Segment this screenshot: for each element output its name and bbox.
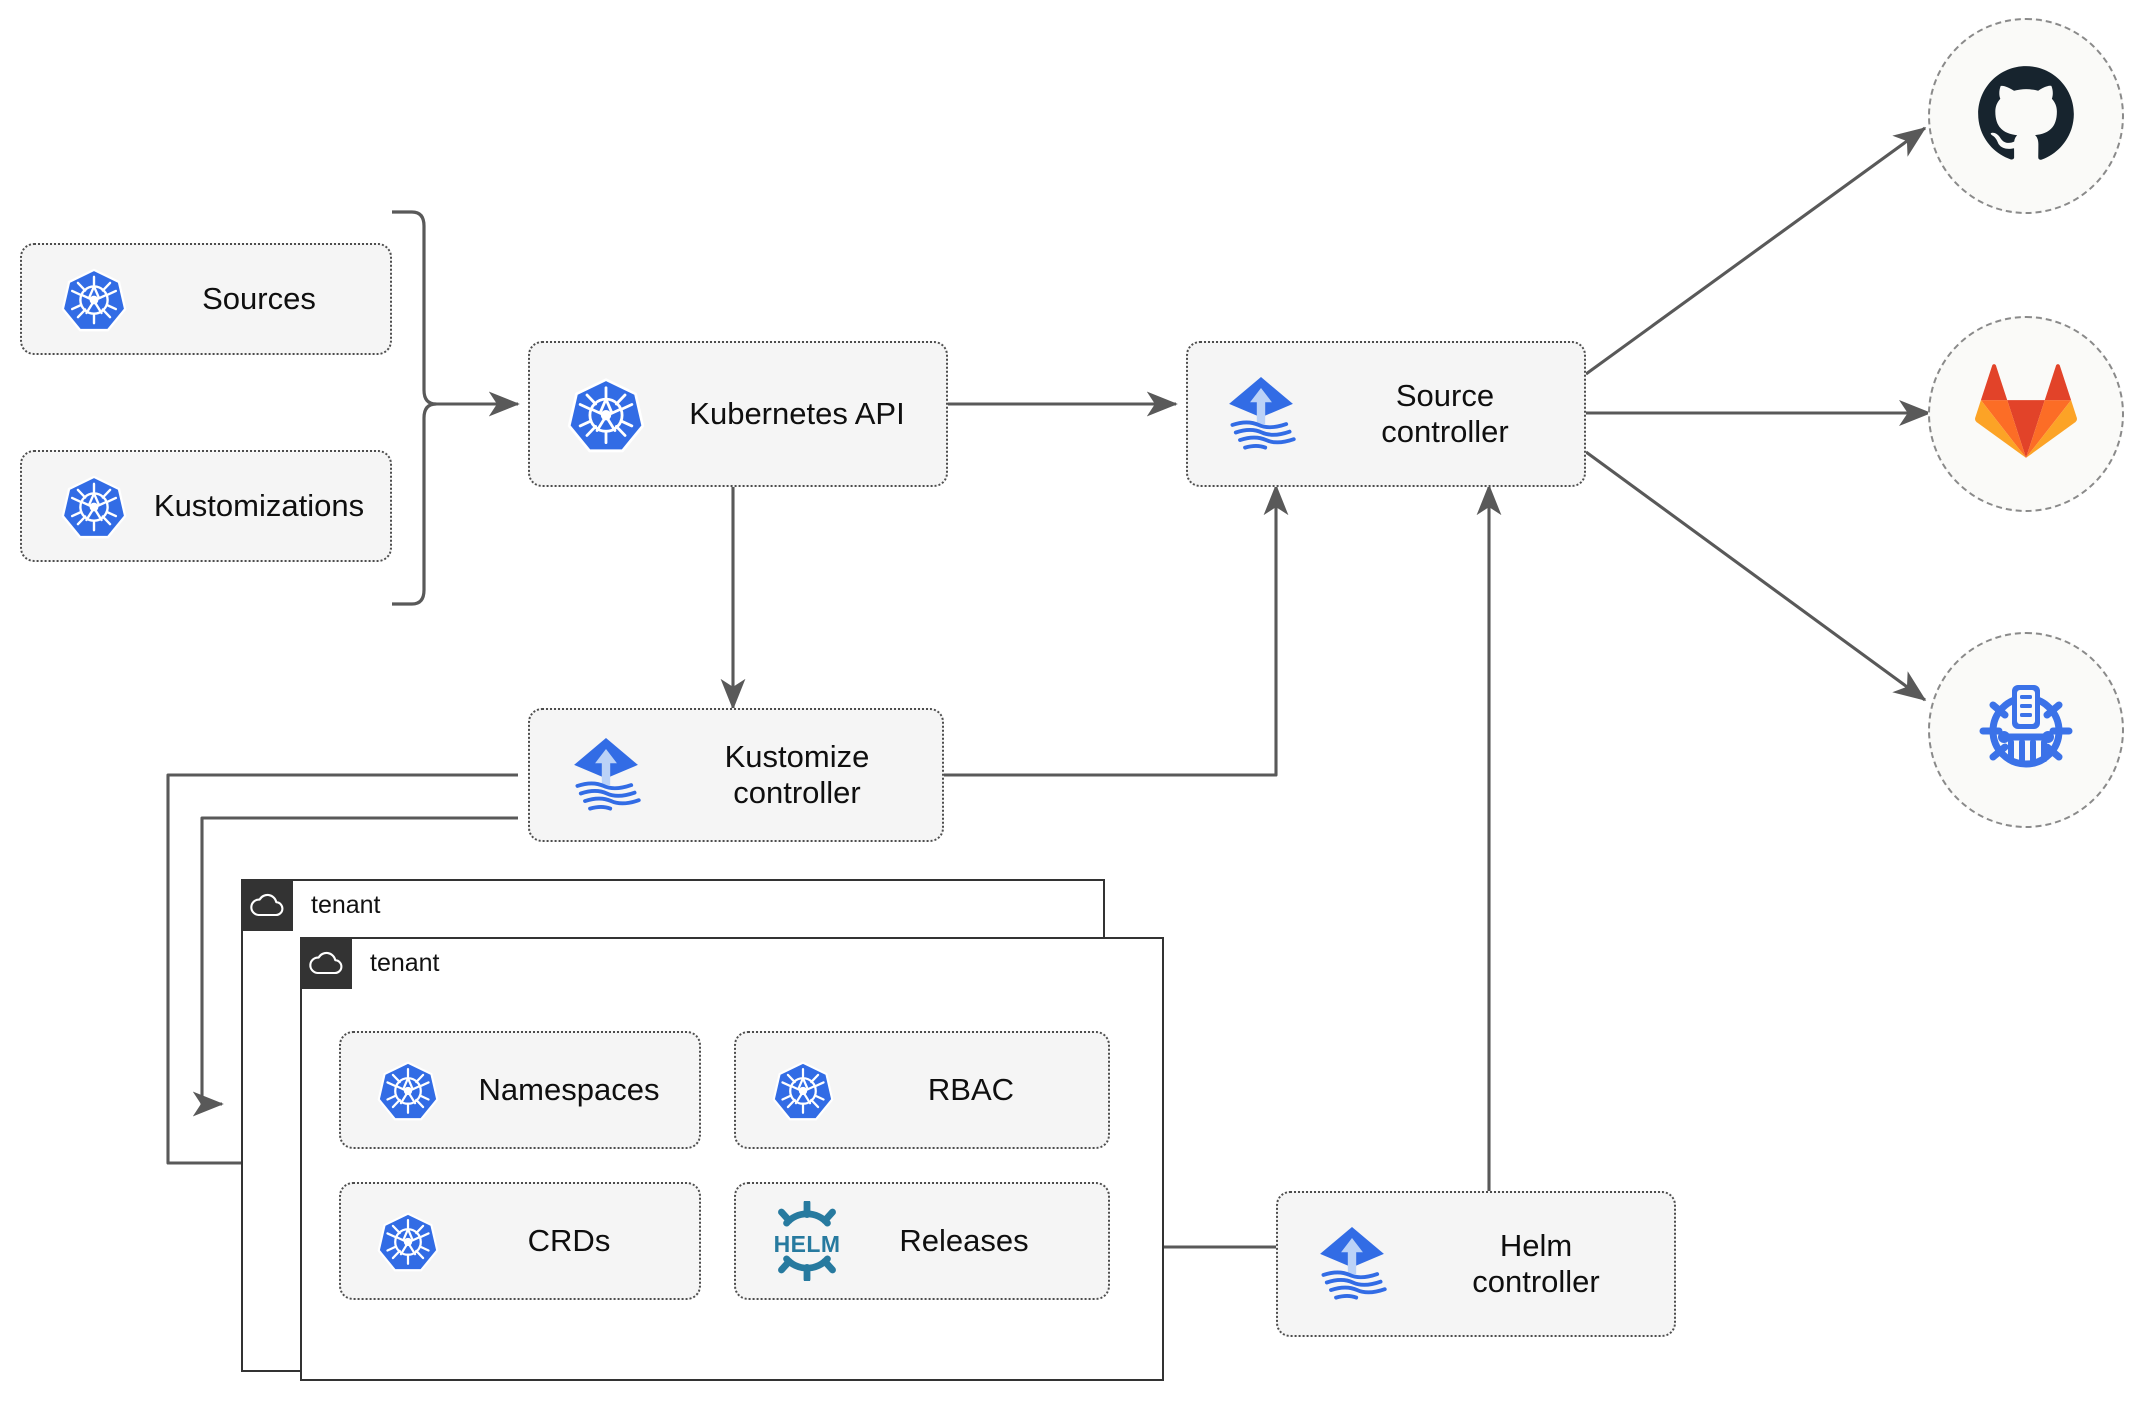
- node-releases[interactable]: HELM Releases: [734, 1182, 1110, 1300]
- helm-repository-icon: [1971, 673, 2081, 788]
- cloud-icon: [300, 937, 352, 989]
- node-label: Sources: [202, 281, 316, 317]
- tenant-container-inner[interactable]: [300, 937, 1164, 1381]
- node-rbac[interactable]: RBAC: [734, 1031, 1110, 1149]
- kubernetes-icon: [46, 266, 142, 332]
- node-label: RBAC: [927, 1072, 1015, 1108]
- flux-icon: [1202, 372, 1320, 456]
- flux-icon: [1292, 1222, 1412, 1306]
- node-helm-controller[interactable]: Helm controller: [1276, 1191, 1676, 1337]
- kubernetes-icon: [550, 375, 662, 453]
- node-crds[interactable]: CRDs: [339, 1182, 701, 1300]
- tenant-label: tenant: [311, 891, 381, 919]
- flux-icon: [546, 733, 666, 817]
- node-namespaces[interactable]: Namespaces: [339, 1031, 701, 1149]
- node-kubernetes-api[interactable]: Kubernetes API: [528, 341, 948, 487]
- tenant-header-inner: tenant: [300, 937, 440, 989]
- node-label: Kustomize controller: [724, 739, 870, 810]
- node-label: CRDs: [527, 1223, 611, 1259]
- gitlab-icon: [1975, 363, 2077, 465]
- node-label: Source controller: [1381, 378, 1509, 449]
- tenant-header-outer: tenant: [241, 879, 381, 931]
- node-kustomize-controller[interactable]: Kustomize controller: [528, 708, 944, 842]
- kubernetes-icon: [363, 1059, 453, 1121]
- kubernetes-icon: [46, 473, 142, 539]
- cloud-icon: [241, 879, 293, 931]
- github-icon: [1974, 62, 2078, 171]
- node-label: Kustomizations: [153, 488, 365, 524]
- node-label: Releases: [899, 1223, 1029, 1259]
- endpoint-gitlab[interactable]: [1928, 316, 2124, 512]
- kubernetes-icon: [758, 1059, 848, 1121]
- kubernetes-icon: [363, 1210, 453, 1272]
- node-label: Namespaces: [478, 1072, 660, 1108]
- node-source-controller[interactable]: Source controller: [1186, 341, 1586, 487]
- tenant-label: tenant: [370, 949, 440, 977]
- node-kustomizations[interactable]: Kustomizations: [20, 450, 392, 562]
- node-label: Helm controller: [1472, 1228, 1600, 1299]
- endpoint-helm-repository[interactable]: [1928, 632, 2124, 828]
- endpoint-github[interactable]: [1928, 18, 2124, 214]
- node-label: Kubernetes API: [689, 396, 905, 432]
- helm-icon: HELM: [754, 1201, 860, 1281]
- node-sources[interactable]: Sources: [20, 243, 392, 355]
- svg-text:HELM: HELM: [774, 1231, 841, 1257]
